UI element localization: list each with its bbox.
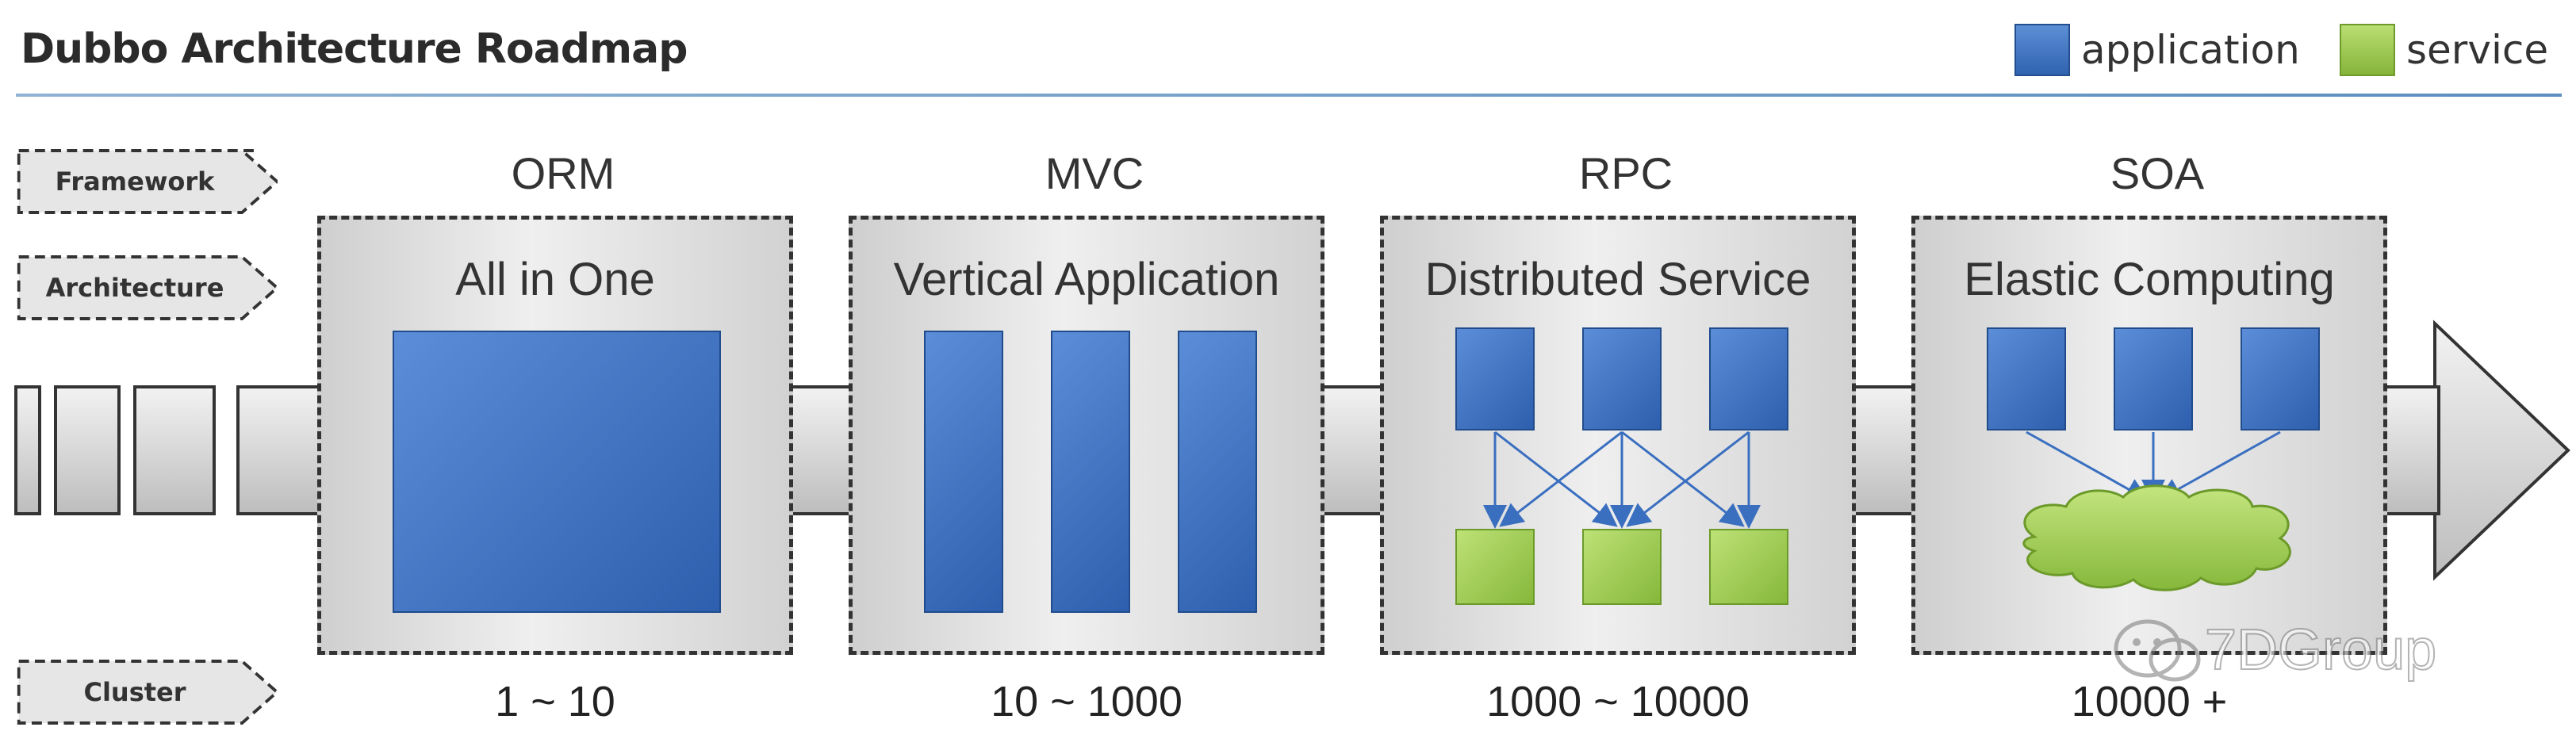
tag-architecture-label: Architecture [45, 273, 224, 303]
application-block [1987, 327, 2066, 430]
legend-application-swatch [2014, 24, 2070, 76]
stage-4-box: Elastic Computing [1911, 216, 2387, 655]
legend-service: service [2340, 24, 2548, 76]
pipe-arrowhead [2433, 320, 2570, 581]
stage-3-box: Distributed Service [1380, 216, 1856, 655]
stage-1-architecture: All in One [455, 254, 655, 305]
application-block [1178, 331, 1257, 613]
stage-1-cluster: 1 ~ 10 [495, 678, 615, 725]
application-block [924, 331, 1003, 613]
pipe-block-3 [133, 385, 216, 515]
rpc-connections [1483, 430, 1761, 529]
tag-framework-label: Framework [55, 166, 215, 197]
stage-1-box: All in One [317, 216, 793, 655]
chat-bubble-icon [2114, 619, 2201, 682]
service-block [1709, 529, 1788, 605]
legend-application-label: application [2081, 27, 2300, 73]
stage-2-framework: MVC [1045, 148, 1144, 198]
tag-architecture: Architecture [16, 254, 278, 322]
tag-framework: Framework [16, 147, 278, 216]
legend-service-swatch [2340, 24, 2395, 76]
application-block [1582, 327, 1662, 430]
tag-cluster-label: Cluster [83, 677, 186, 707]
application-block [1709, 327, 1788, 430]
legend-service-label: service [2406, 27, 2549, 73]
application-block [2241, 327, 2320, 430]
stage-2-cluster: 10 ~ 1000 [991, 678, 1183, 725]
application-block [393, 331, 721, 613]
stage-4-framework: SOA [2110, 148, 2205, 198]
service-block [1455, 529, 1535, 605]
stage-2-box: Vertical Application [849, 216, 1324, 655]
pipe-block-1 [14, 385, 41, 515]
stage-1-framework: ORM [511, 148, 615, 198]
stage-4-architecture: Elastic Computing [1964, 254, 2335, 305]
service-block [1582, 529, 1662, 605]
soa-connections [2022, 430, 2291, 591]
watermark-text: 7DGroup [2204, 618, 2437, 683]
legend-application: application [2014, 24, 2300, 76]
watermark: 7DGroup [2110, 610, 2437, 690]
header-rule [16, 94, 2562, 97]
diagram-title: Dubbo Architecture Roadmap [21, 25, 688, 73]
application-block [1051, 331, 1130, 613]
stage-3-cluster: 1000 ~ 10000 [1486, 678, 1750, 725]
service-cloud [2022, 484, 2291, 591]
stage-3-framework: RPC [1578, 148, 1673, 198]
stage-3-architecture: Distributed Service [1424, 254, 1811, 305]
pipe-block-2 [54, 385, 121, 515]
application-block [1455, 327, 1535, 430]
tag-cluster: Cluster [16, 658, 278, 726]
stage-4-cluster: 10000 + [2071, 678, 2228, 725]
stage-2-architecture: Vertical Application [893, 254, 1280, 305]
application-block [2114, 327, 2193, 430]
